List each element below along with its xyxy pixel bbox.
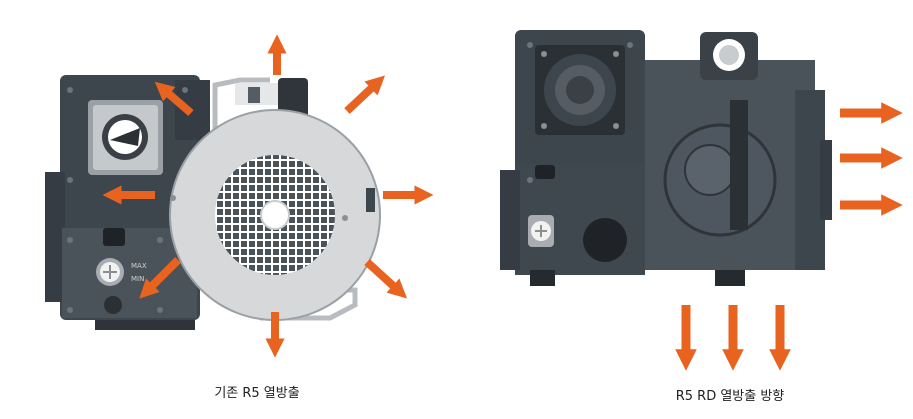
drain-cover — [583, 218, 627, 262]
motor-fan-cover — [169, 109, 381, 321]
drain-plug — [104, 296, 122, 314]
existing-r5-illustration: MAX MIN — [45, 34, 434, 358]
r5-rd-illustration — [500, 30, 903, 371]
oil-sight-gauge — [96, 258, 124, 286]
heat-arrows — [102, 34, 434, 358]
oil-fill-plug — [103, 228, 125, 246]
exhaust-port — [700, 32, 758, 80]
heat-arrow-down-left — [139, 257, 181, 299]
existing-r5-figure: MAX MIN — [45, 34, 434, 401]
rotor-housing — [663, 100, 777, 237]
heat-arrow-up-left — [154, 81, 194, 117]
heat-arrow-up-right — [344, 75, 386, 114]
oil-gauge-max-label: MAX — [131, 262, 147, 270]
heat-direction-arrows — [675, 102, 903, 371]
oil-sight-gauge — [528, 215, 554, 247]
r5-rd-caption: R5 RD 열방출 방향 — [675, 389, 785, 404]
existing-r5-caption: 기존 R5 열방출 — [214, 386, 300, 401]
oil-gauge-min-label: MIN — [131, 275, 144, 283]
heat-arrow-down-right — [364, 259, 408, 299]
exhaust-valve — [235, 78, 308, 118]
r5-rd-figure: R5 RD 열방출 방향 — [460, 0, 913, 419]
oil-fill-plug — [535, 165, 555, 179]
inlet-flange-square — [535, 45, 625, 135]
inlet-flange — [88, 100, 163, 175]
